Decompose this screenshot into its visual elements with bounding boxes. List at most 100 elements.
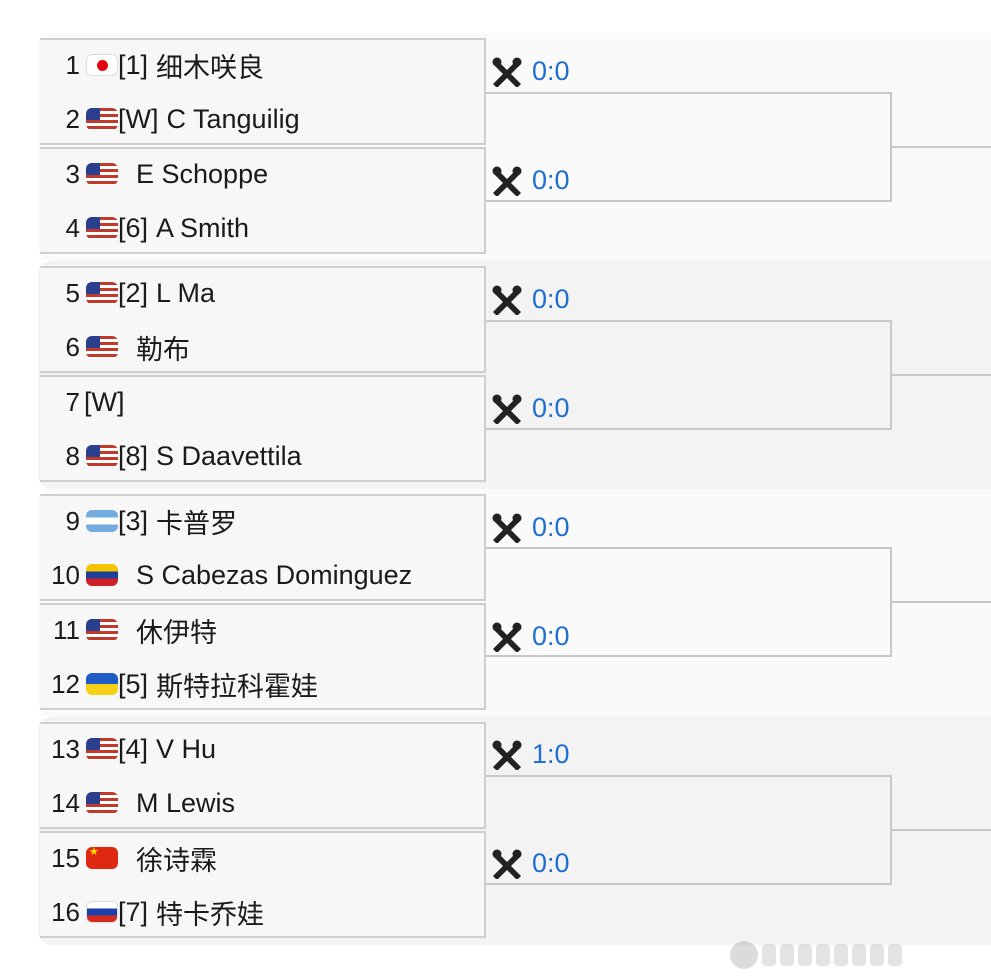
- score-link[interactable]: 0:0: [532, 56, 570, 86]
- watermark-glyph: [798, 944, 812, 966]
- player-row[interactable]: 10 S Cabezas Dominguez: [40, 548, 486, 602]
- player-row[interactable]: 16[7]特卡乔娃: [40, 885, 486, 939]
- china-flag-icon: ★: [86, 847, 118, 869]
- crossed-rackets-icon: [490, 394, 524, 425]
- crossed-rackets-icon: [490, 622, 524, 653]
- player-name[interactable]: 徐诗霖: [136, 845, 217, 876]
- player-row[interactable]: 1 [1]细木咲良: [40, 38, 486, 92]
- usa-flag-icon: [86, 217, 118, 239]
- crossed-rackets-icon: [490, 285, 524, 316]
- score-link[interactable]: 0:0: [532, 284, 570, 314]
- player-name[interactable]: M Lewis: [136, 787, 236, 818]
- usa-flag-icon: [86, 282, 118, 304]
- player-row[interactable]: 2[W]C Tanguilig: [40, 92, 486, 146]
- draw-position-number: 13: [51, 733, 80, 764]
- flag-canton: [86, 738, 100, 750]
- player-row[interactable]: 9[3]卡普罗: [40, 494, 486, 548]
- score-link[interactable]: 0:0: [532, 621, 570, 651]
- player-row[interactable]: 3 E Schoppe: [40, 147, 486, 201]
- match-score[interactable]: 0:0: [490, 165, 570, 197]
- ukraine-flag-icon: [86, 673, 118, 695]
- draw-position-number: 1: [65, 49, 80, 80]
- watermark-glyph: [870, 944, 884, 966]
- player-name[interactable]: E Schoppe: [136, 158, 269, 189]
- player-row[interactable]: 14 M Lewis: [40, 776, 486, 830]
- player-row[interactable]: 4[6]A Smith: [40, 201, 486, 255]
- venezuela-flag-icon: [86, 564, 118, 586]
- player-name[interactable]: V Hu: [156, 733, 217, 764]
- player-row[interactable]: 8[8]S Daavettila: [40, 429, 486, 483]
- player-row[interactable]: 15★徐诗霖: [40, 831, 486, 885]
- flag-canton: [86, 108, 100, 120]
- bracket-connector-2: [486, 320, 892, 430]
- seed-label: [8]: [118, 440, 149, 471]
- player-name[interactable]: 细木咲良: [156, 52, 265, 83]
- seed-label: [1]: [118, 49, 149, 80]
- player-name[interactable]: 特卡乔娃: [156, 899, 265, 930]
- player-row[interactable]: 12 [5]斯特拉科霍娃: [40, 657, 486, 711]
- draw-position-number: 7: [65, 386, 80, 417]
- usa-flag-icon: [86, 163, 118, 185]
- player-name[interactable]: 勒布: [136, 334, 190, 365]
- match-score[interactable]: 1:0: [490, 739, 570, 771]
- draw-position-number: 9: [65, 505, 80, 536]
- score-link[interactable]: 0:0: [532, 848, 570, 878]
- player-name[interactable]: 休伊特: [136, 617, 217, 648]
- watermark-glyph: [780, 944, 794, 966]
- player-name[interactable]: L Ma: [156, 277, 216, 308]
- player-name[interactable]: A Smith: [156, 212, 250, 243]
- japan-flag-icon: [86, 54, 118, 76]
- score-link[interactable]: 1:0: [532, 739, 570, 769]
- player-row[interactable]: 11 休伊特: [40, 603, 486, 657]
- player-name[interactable]: S Daavettila: [156, 440, 302, 471]
- score-link[interactable]: 0:0: [532, 512, 570, 542]
- usa-flag-icon: [86, 738, 118, 760]
- flag-disc: [97, 60, 108, 71]
- watermark-glyph: [888, 944, 902, 966]
- russia-flag-icon: [86, 901, 118, 923]
- player-name[interactable]: S Cabezas Dominguez: [136, 559, 413, 590]
- watermark-glyph: [816, 944, 830, 966]
- flag-canton: [86, 282, 100, 294]
- flag-canton: [86, 163, 100, 175]
- watermark-logo-icon: [730, 941, 758, 969]
- score-link[interactable]: 0:0: [532, 165, 570, 195]
- player-name[interactable]: 斯特拉科霍娃: [156, 671, 319, 702]
- player-row[interactable]: 5[2]L Ma: [40, 266, 486, 320]
- match-score[interactable]: 0:0: [490, 56, 570, 88]
- usa-flag-icon: [86, 792, 118, 814]
- crossed-rackets-icon: [490, 849, 524, 880]
- player-name[interactable]: 卡普罗: [156, 508, 238, 539]
- match-score[interactable]: 0:0: [490, 621, 570, 653]
- match-score[interactable]: 0:0: [490, 512, 570, 544]
- seed-label: [W]: [84, 386, 125, 417]
- draw-position-number: 2: [65, 103, 80, 134]
- draw-position-number: 3: [65, 158, 80, 189]
- seed-label: [4]: [118, 733, 149, 764]
- player-row[interactable]: 13 [4]V Hu: [40, 722, 486, 776]
- draw-position-number: 10: [51, 559, 80, 590]
- watermark: [730, 938, 980, 972]
- seed-label: [5]: [118, 668, 149, 699]
- watermark-glyph: [762, 944, 776, 966]
- usa-flag-icon: [86, 445, 118, 467]
- match-score[interactable]: 0:0: [490, 284, 570, 316]
- seed-label: [7]: [118, 896, 149, 927]
- flag-canton: [86, 792, 100, 804]
- match-score[interactable]: 0:0: [490, 393, 570, 425]
- match-score[interactable]: 0:0: [490, 848, 570, 880]
- player-name[interactable]: C Tanguilig: [166, 103, 300, 134]
- score-link[interactable]: 0:0: [532, 393, 570, 423]
- draw-position-number: 14: [51, 787, 80, 818]
- seed-label: [2]: [118, 277, 149, 308]
- flag-canton: [86, 217, 100, 229]
- player-row[interactable]: 6 勒布: [40, 320, 486, 374]
- usa-flag-icon: [86, 336, 118, 358]
- player-row[interactable]: 7[W]: [40, 375, 486, 429]
- draw-position-number: 11: [53, 614, 80, 645]
- watermark-glyph: [852, 944, 866, 966]
- bracket-stub-2: [892, 374, 991, 376]
- draw-position-number: 12: [51, 668, 80, 699]
- seed-label: [6]: [118, 212, 149, 243]
- draw-position-number: 6: [65, 331, 80, 362]
